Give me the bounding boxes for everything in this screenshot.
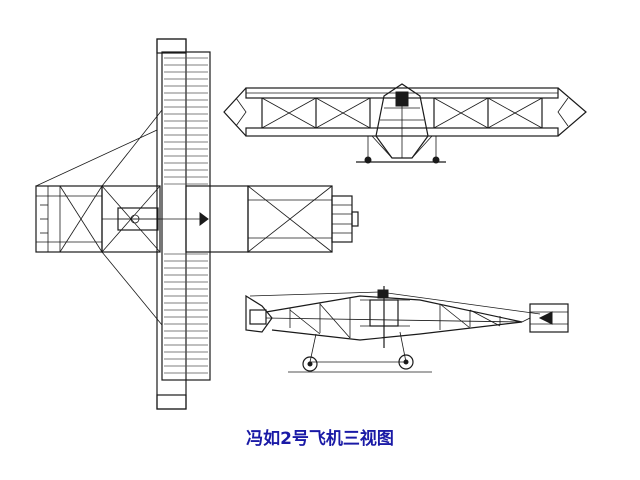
upper-wingtip-cap	[156, 38, 187, 54]
rear-wheel-side	[398, 354, 414, 370]
front-wheel-side	[302, 356, 318, 372]
front-elevator-side	[245, 294, 273, 333]
front-view	[223, 83, 587, 164]
engine-top-side	[377, 289, 389, 299]
main-wing-outline	[156, 38, 187, 410]
interplane-struts	[261, 98, 543, 128]
front-elevator-box-side	[249, 309, 267, 325]
rear-stabilizer	[331, 195, 353, 243]
rear-rudder-side	[538, 311, 553, 325]
center-nacelle-front	[375, 83, 429, 159]
fuselage-truss-side	[265, 295, 523, 341]
rear-rudder-top	[351, 211, 359, 227]
top-view	[35, 38, 359, 410]
lower-wingtip-cap	[156, 394, 187, 410]
propeller-hub-top	[199, 212, 209, 226]
engine-front	[395, 91, 409, 107]
fuselage-verticals	[289, 298, 501, 338]
main-wing-ribs	[164, 57, 208, 374]
figure-caption: 冯如2号飞机三视图	[246, 429, 394, 449]
left-wingtip-curtain	[223, 87, 247, 137]
side-view	[245, 286, 569, 373]
right-wingtip-curtain	[557, 87, 587, 137]
